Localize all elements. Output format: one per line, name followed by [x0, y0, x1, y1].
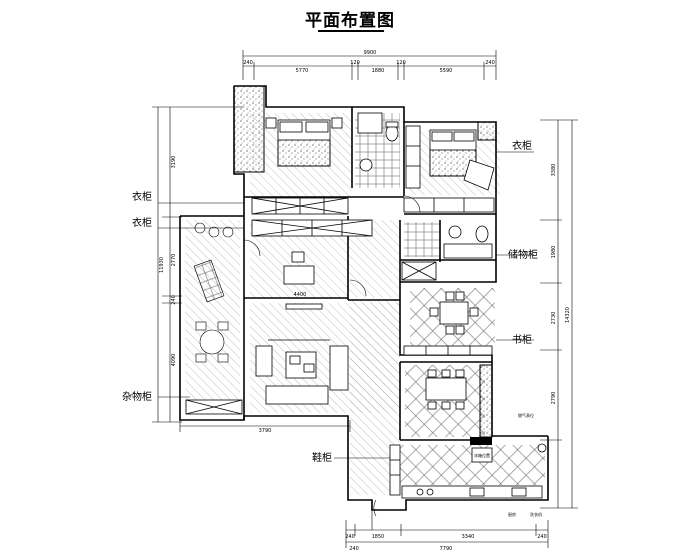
note-fridge: 冰箱位置 — [474, 452, 490, 458]
dim-bottom-5: 240 — [349, 546, 359, 552]
dim-left-3: 240 — [171, 295, 177, 305]
note-kitchen-1: 厨房 — [508, 511, 516, 517]
label-storage-cabinet: 储物柜 — [508, 248, 538, 261]
label-sundries-cabinet: 杂物柜 — [122, 390, 152, 403]
label-wardrobe-left-2: 衣柜 — [132, 216, 152, 229]
dim-top-2: 5770 — [296, 68, 309, 74]
dim-mid-width: 4400 — [294, 292, 307, 298]
label-wardrobe-right: 衣柜 — [512, 139, 532, 152]
dim-right-4: 2790 — [551, 392, 557, 405]
drawing-title: 平面布置图 — [305, 11, 395, 31]
note-kitchen-2: 洗衣机 — [530, 511, 542, 517]
dim-top-1: 240 — [243, 60, 253, 66]
wardrobe-right — [403, 197, 495, 213]
dim-left-total: 11930 — [159, 257, 165, 273]
doors — [243, 195, 421, 530]
sundries-cabinet — [185, 399, 243, 415]
dining-table — [429, 291, 479, 335]
wardrobe-left-top — [251, 197, 349, 215]
dim-top-3: 120 — [350, 60, 360, 66]
dim-right-3: 2730 — [551, 312, 557, 325]
bed-1 — [265, 117, 343, 167]
note-appliance: 燃气表位 — [518, 412, 534, 418]
tv-cabinet — [285, 303, 323, 310]
dim-right-2: 1980 — [551, 246, 557, 259]
dim-bottom-2: 1850 — [372, 534, 385, 540]
dim-top-4: 1880 — [372, 68, 385, 74]
study-desk — [283, 251, 315, 285]
label-side-cabinet: 书柜 — [512, 333, 532, 346]
kitchen-table — [425, 369, 467, 410]
dim-bottom-left: 3790 — [259, 428, 272, 434]
bedroom-2-wardrobe — [405, 125, 421, 189]
left-dimensions — [152, 106, 244, 423]
fridge — [471, 447, 493, 463]
dim-left-1: 3190 — [171, 156, 177, 169]
shoe-cabinet — [389, 444, 401, 496]
side-cabinet-dining — [403, 345, 493, 356]
bathroom-2-floor — [404, 222, 440, 257]
top-dimensions — [242, 50, 497, 80]
balcony-plants — [193, 222, 234, 363]
dim-top-5: 120 — [396, 60, 406, 66]
leader-lines — [158, 151, 534, 459]
dim-left-4: 4090 — [171, 354, 177, 367]
kitchen-counter — [401, 485, 543, 499]
bottom-dimensions — [179, 420, 549, 548]
dim-bottom-total: 7790 — [440, 546, 453, 552]
right-dimensions — [540, 119, 578, 509]
label-shoe-cabinet: 鞋柜 — [312, 451, 332, 464]
dim-right-total: 14320 — [565, 307, 571, 323]
bathroom-2-fixtures — [443, 225, 493, 259]
dim-right-1: 3380 — [551, 164, 557, 177]
label-wardrobe-left-1: 衣柜 — [132, 190, 152, 203]
column-top-right — [477, 121, 497, 141]
column-utility — [470, 437, 492, 445]
dim-bottom-1: 240 — [345, 534, 355, 540]
bathroom-1-fixtures — [357, 112, 399, 172]
dim-top-total: 9900 — [364, 50, 377, 56]
dim-left-2: 2770 — [171, 254, 177, 267]
storage-cabinet — [401, 261, 437, 281]
title-underline — [318, 30, 384, 32]
dim-top-7: 240 — [485, 60, 495, 66]
bed-2 — [429, 129, 495, 191]
column-top-left — [233, 85, 265, 173]
living-sofa-set — [255, 339, 349, 405]
balcony-floor — [185, 220, 240, 410]
washing-machine — [537, 443, 547, 453]
dim-bottom-4: 240 — [537, 534, 547, 540]
column-kitchen — [479, 364, 493, 438]
dim-top-6: 5590 — [440, 68, 453, 74]
wardrobe-left-study — [251, 219, 373, 237]
dim-bottom-3: 3340 — [462, 534, 475, 540]
